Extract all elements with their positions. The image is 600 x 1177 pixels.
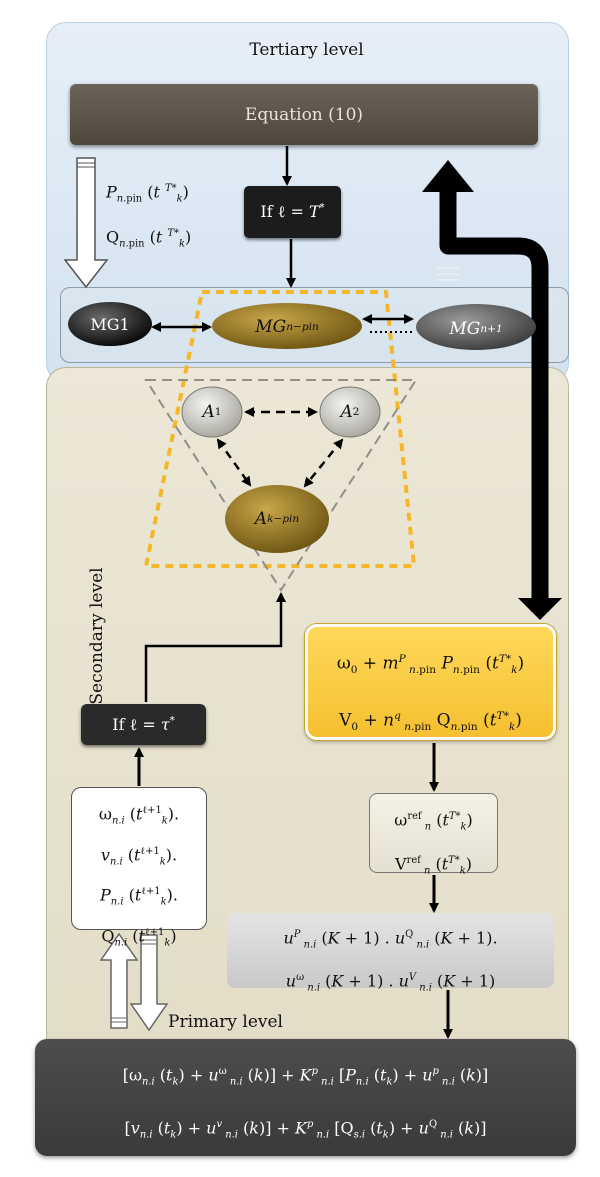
agent-a1-node	[181, 386, 243, 438]
p-pin-formula: Pn.pin (t T*k)	[106, 182, 189, 205]
primary-omega-formula: [ωn.i (tk) + uω n.i (k)] + Kp n.i [Pn.i …	[122, 1065, 489, 1088]
droop-reference-box: ω0 + mP n.pin Pn.pin (tT*k) V0 + nq n.pi…	[305, 624, 556, 740]
q-pin-formula: Qn.pin (t T*k)	[106, 226, 192, 250]
primary-control-box: [ωn.i (tk) + uω n.i (k)] + Kp n.i [Pn.i …	[35, 1039, 576, 1156]
hollow-arrow-icon	[63, 157, 109, 289]
omega-droop-formula: ω0 + mP n.pin Pn.pin (tT*k)	[336, 653, 525, 677]
agent-a2-node	[319, 386, 381, 438]
if-tau-star-box: If ℓ = τ*	[81, 704, 206, 745]
if-tau-label: If ℓ = τ*	[112, 714, 175, 734]
mg-pin-node	[212, 303, 362, 349]
primary-level-title: Primary level	[168, 1012, 283, 1032]
v-droop-formula: V0 + nq n.pin Qn.pin (tT*k)	[339, 710, 522, 734]
agent-network-outline	[144, 379, 418, 592]
equation-box: Equation (10)	[70, 84, 538, 145]
v-ref: Vref n (tT*k)	[395, 853, 472, 877]
omega-ref: ωref n (tT*k)	[394, 810, 473, 833]
reference-box: ωref n (tT*k) Vref n (tT*k)	[369, 793, 498, 876]
equation-label: Equation (10)	[244, 104, 364, 125]
hollow-arrow-icon	[99, 932, 169, 1032]
arrow-up-icon	[144, 592, 286, 702]
v-state: vn.i (tℓ+1k).	[100, 844, 178, 868]
agent-apin-node	[225, 485, 329, 553]
if-t-label: If ℓ = T*	[260, 202, 325, 221]
mg-next-node	[416, 304, 536, 350]
agent-link-arrow	[303, 438, 344, 488]
u-pq-formula: uP n.i (K + 1) . uQ n.i (K + 1).	[283, 928, 498, 951]
tertiary-level-title: Tertiary level	[249, 40, 364, 60]
p-state: Pn.i (tℓ+1k).	[100, 885, 178, 908]
u-wv-formula: uω n.i (K + 1) . uV n.i (K + 1)	[285, 970, 496, 994]
mg1-node	[68, 302, 152, 346]
if-t-star-box: If ℓ = T*	[244, 186, 341, 238]
primary-v-formula: [vn.i (tk) + uv n.i (k)] + Kp n.i [Qs.i …	[124, 1117, 487, 1141]
pin-power-text: Pn.pin (t T*k) Qn.pin (t T*k)	[106, 172, 191, 261]
q-state: Qn.i (tℓ+1k)	[101, 925, 177, 949]
omega-state: ωn.i (tℓ+1k).	[98, 804, 180, 827]
local-state-box: ωn.i (tℓ+1k). vn.i (tℓ+1k). Pn.i (tℓ+1k)…	[71, 787, 207, 948]
agent-link-arrow	[216, 438, 252, 487]
thick-arrow-icon	[422, 160, 562, 620]
mg1-label: MG1	[90, 314, 130, 334]
control-input-box: uP n.i (K + 1) . uQ n.i (K + 1). uω n.i …	[227, 913, 554, 993]
